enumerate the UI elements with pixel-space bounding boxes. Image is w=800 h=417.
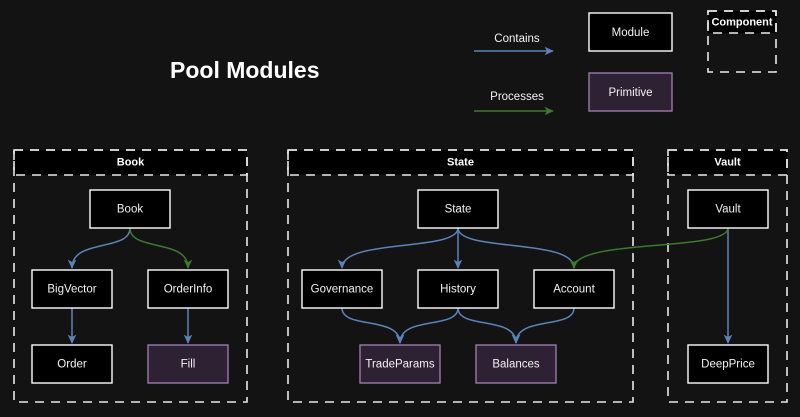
node-order[interactable] bbox=[31, 344, 113, 384]
node-label-history: History bbox=[440, 284, 476, 296]
group-box-vault bbox=[667, 149, 788, 403]
node-label-state: State bbox=[445, 204, 472, 216]
legend-module-label: Module bbox=[612, 27, 650, 39]
edge-history-to-balances bbox=[457, 307, 521, 344]
page-title: Pool Modules bbox=[170, 57, 320, 83]
legend-component-label: Component bbox=[711, 16, 772, 28]
edge-state-to-account bbox=[457, 227, 579, 269]
node-label-order: Order bbox=[57, 359, 87, 371]
edge-account-to-balances bbox=[511, 307, 575, 344]
legend-processes-label: Processes bbox=[490, 91, 544, 103]
node-label-orderinfo: OrderInfo bbox=[164, 284, 213, 296]
node-label-balances: Balances bbox=[492, 359, 540, 371]
group-box-book bbox=[13, 149, 248, 403]
edge-vault-to-account bbox=[569, 227, 729, 269]
node-vault[interactable] bbox=[687, 189, 769, 229]
node-label-account: Account bbox=[553, 284, 595, 296]
node-label-tradeparams: TradeParams bbox=[365, 359, 434, 371]
node-label-deepprice: DeepPrice bbox=[701, 359, 755, 371]
node-orderinfo[interactable] bbox=[147, 269, 229, 309]
edge-book-to-orderinfo bbox=[129, 227, 193, 269]
node-state[interactable] bbox=[417, 189, 499, 229]
group-title-state: State bbox=[447, 156, 474, 168]
edge-history-to-tradeparams bbox=[395, 307, 459, 344]
node-history[interactable] bbox=[417, 269, 499, 309]
node-governance[interactable] bbox=[301, 269, 383, 309]
group-box-state bbox=[287, 149, 634, 403]
node-label-governance: Governance bbox=[311, 284, 374, 296]
edge-governance-to-tradeparams bbox=[341, 307, 405, 344]
node-tradeparams[interactable] bbox=[359, 344, 441, 384]
node-balances[interactable] bbox=[475, 344, 557, 384]
legend-primitive-label: Primitive bbox=[608, 87, 652, 99]
group-title-book: Book bbox=[117, 156, 145, 168]
node-bigvector[interactable] bbox=[31, 269, 113, 309]
node-label-vault: Vault bbox=[715, 204, 741, 216]
edges-layer bbox=[67, 227, 733, 344]
legend-primitive-swatch bbox=[588, 72, 673, 112]
legend-component-swatch bbox=[707, 10, 777, 73]
node-book[interactable] bbox=[89, 189, 171, 229]
group-title-vault: Vault bbox=[714, 156, 741, 168]
node-label-book: Book bbox=[117, 204, 143, 216]
node-account[interactable] bbox=[533, 269, 615, 309]
legend-contains-label: Contains bbox=[494, 33, 540, 45]
edge-state-to-governance bbox=[337, 227, 459, 269]
node-label-fill: Fill bbox=[181, 359, 196, 371]
node-label-bigvector: BigVector bbox=[47, 284, 96, 296]
node-deepprice[interactable] bbox=[687, 344, 769, 384]
node-fill[interactable] bbox=[147, 344, 229, 384]
legend-module-swatch bbox=[588, 12, 673, 52]
edge-book-to-bigvector bbox=[67, 227, 131, 269]
